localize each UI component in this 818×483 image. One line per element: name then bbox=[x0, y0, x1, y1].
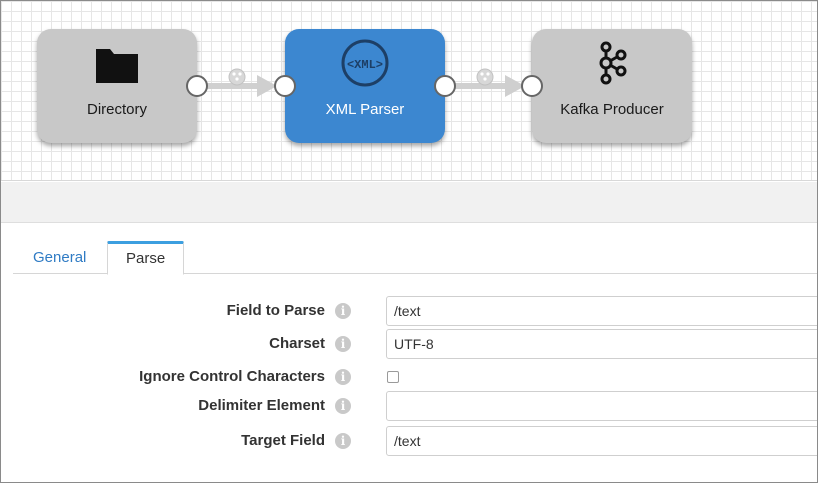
stage-xml-parser[interactable]: <XML> XML Parser bbox=[285, 29, 445, 143]
connection-arrow[interactable] bbox=[197, 67, 283, 103]
kafka-icon bbox=[599, 41, 627, 85]
field-label: Target Field bbox=[241, 432, 325, 449]
field-to-parse-input[interactable]: /text bbox=[386, 296, 817, 326]
data-preview-icon bbox=[476, 68, 494, 86]
field-label: Delimiter Element bbox=[198, 397, 325, 414]
info-icon[interactable]: i bbox=[335, 398, 351, 414]
stage-label: XML Parser bbox=[325, 101, 405, 118]
xml-icon: <XML> bbox=[341, 39, 389, 87]
output-port[interactable] bbox=[434, 75, 456, 97]
info-icon[interactable]: i bbox=[335, 369, 351, 385]
stage-kafka-producer[interactable]: Kafka Producer bbox=[532, 29, 692, 143]
folder-icon bbox=[96, 49, 138, 83]
delimiter-element-input[interactable] bbox=[386, 391, 817, 421]
ignore-control-characters-checkbox[interactable] bbox=[387, 371, 399, 383]
config-tabs: General Parse bbox=[13, 241, 817, 275]
stage-label: Directory bbox=[86, 101, 147, 118]
form-row-target-field: Target Field i /text bbox=[1, 426, 817, 456]
form-row-delimiter-element: Delimiter Element i bbox=[1, 391, 817, 421]
form-row-ignore-control-characters: Ignore Control Characters i bbox=[1, 362, 817, 392]
field-label: Field to Parse bbox=[226, 302, 325, 319]
connection-arrow[interactable] bbox=[445, 67, 531, 103]
pipeline-canvas[interactable]: Directory <XML> XML Parser bbox=[1, 1, 817, 181]
form-row-charset: Charset i UTF-8 bbox=[1, 329, 817, 359]
info-icon[interactable]: i bbox=[335, 433, 351, 449]
charset-input[interactable]: UTF-8 bbox=[386, 329, 817, 359]
field-label: Charset bbox=[269, 335, 325, 352]
svg-text:<XML>: <XML> bbox=[347, 58, 383, 72]
tab-general[interactable]: General bbox=[33, 249, 87, 266]
configuration-header-bar bbox=[1, 182, 817, 223]
target-field-input[interactable]: /text bbox=[386, 426, 817, 456]
info-icon[interactable]: i bbox=[335, 336, 351, 352]
input-port[interactable] bbox=[521, 75, 543, 97]
input-port[interactable] bbox=[274, 75, 296, 97]
data-preview-icon bbox=[228, 68, 246, 86]
stage-label: Kafka Producer bbox=[560, 101, 664, 118]
stage-directory[interactable]: Directory bbox=[37, 29, 197, 143]
output-port[interactable] bbox=[186, 75, 208, 97]
info-icon[interactable]: i bbox=[335, 303, 351, 319]
field-label: Ignore Control Characters bbox=[139, 368, 325, 385]
form-row-field-to-parse: Field to Parse i /text bbox=[1, 296, 817, 326]
tab-parse[interactable]: Parse bbox=[107, 241, 185, 275]
